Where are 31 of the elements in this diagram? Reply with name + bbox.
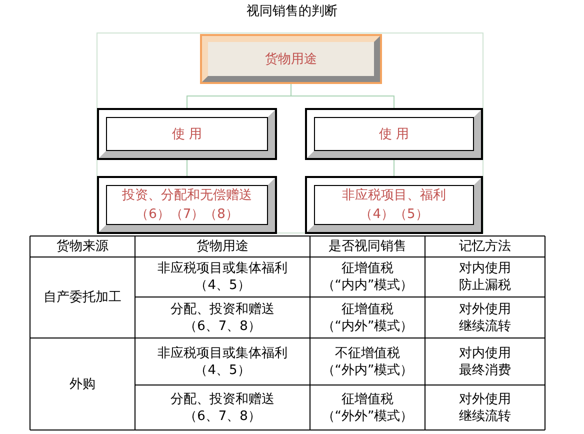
table-text: 对内使用最终消费: [458, 344, 512, 378]
table-text: 征增值税（“外外”模式）: [322, 390, 414, 424]
process-box: [99, 178, 275, 232]
connector-line: [290, 84, 394, 108]
connector-line: [186, 160, 188, 176]
diagram-title: 视同销售的判断: [246, 3, 338, 20]
table-text: 自产委托加工: [44, 289, 122, 306]
table-text: 外购: [70, 376, 96, 392]
box-label: 非应税项目、福利（4）（5）: [342, 187, 446, 224]
table-text: 分配、投资和赠送（6、7、8）: [170, 390, 274, 424]
process-box: [307, 110, 481, 158]
process-box: [99, 110, 275, 158]
category-box: [202, 36, 380, 82]
table-text: 征增值税（“内外”模式）: [322, 300, 414, 334]
box-label: 使 用: [378, 126, 410, 144]
column-header: 记忆方法: [459, 238, 511, 255]
table-text: 对内使用防止漏税: [458, 260, 512, 294]
table-text: 对外使用继续流转: [458, 300, 512, 334]
column-header: 货物来源: [56, 238, 108, 255]
table-text: 非应税项目或集体福利（4、5）: [158, 344, 288, 378]
table-text: 对外使用继续流转: [458, 390, 512, 424]
box-label: 使 用: [172, 126, 202, 144]
box-label: 货物用途: [265, 50, 317, 68]
table-text: 不征增值税（“外内”模式）: [322, 344, 414, 378]
table-text: 非应税项目或集体福利（4、5）: [158, 260, 288, 294]
table-text: 征增值税（“内内”模式）: [322, 260, 414, 294]
table-text: 分配、投资和赠送（6、7、8）: [170, 300, 274, 334]
process-box: [307, 178, 481, 232]
column-header: 是否视同销售: [328, 238, 406, 255]
column-header: 货物用途: [196, 238, 248, 255]
box-label: 投资、分配和无偿赠送（6）（7）（8）: [122, 187, 252, 224]
